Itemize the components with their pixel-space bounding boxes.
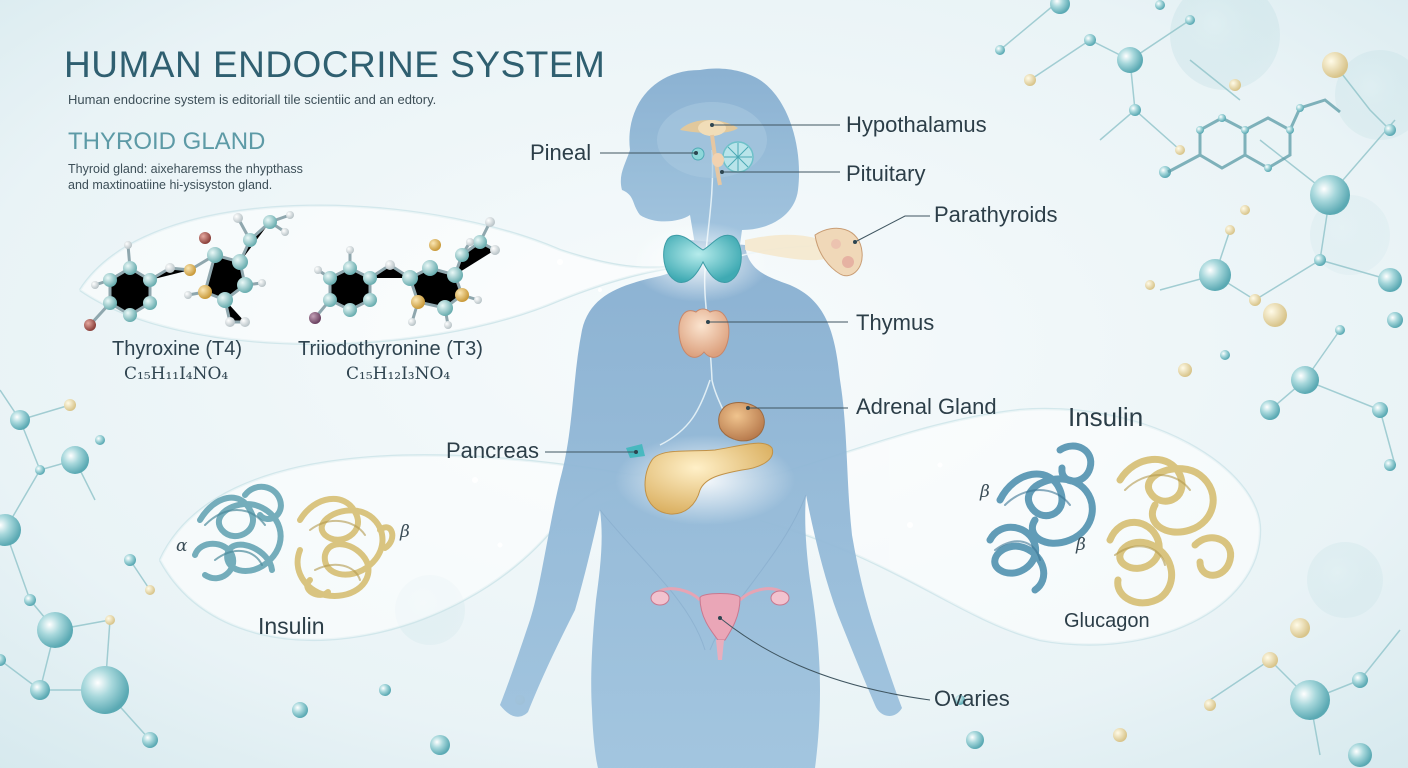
label-hypothalamus: Hypothalamus (846, 112, 987, 137)
label-beta-chain-right-1: β (980, 482, 990, 502)
label-ovaries: Ovaries (934, 686, 1010, 711)
glucagon-protein-right (986, 442, 1235, 607)
label-parathyroids: Parathyroids (934, 202, 1058, 227)
label-glucagon: Glucagon (1064, 610, 1150, 632)
brain-region (657, 102, 767, 186)
thyroid-description: Thyroid gland: aixeharemss the nhypthass… (68, 161, 303, 193)
label-alpha-chain: α (176, 536, 188, 556)
parathyroids-zoom (745, 227, 863, 277)
thyroid-gland (630, 222, 770, 302)
thyroid-description-line-1: Thyroid gland: aixeharemss the nhypthass (68, 162, 303, 176)
page-subtitle: Human endocrine system is editoriall til… (68, 92, 437, 107)
insulin-protein-left (192, 483, 396, 599)
thyroxine-formula: C₁₅H₁₁I₄NO₄ (124, 364, 229, 384)
label-pancreas: Pancreas (446, 438, 539, 463)
adrenal-gland (718, 402, 765, 442)
triiodothyronine-molecule (309, 217, 500, 329)
thyroxine-label: Thyroxine (T4) (112, 338, 243, 360)
label-pituitary: Pituitary (846, 161, 926, 186)
label-insulin-left: Insulin (258, 613, 325, 639)
thyroxine-molecule (84, 211, 294, 331)
triiodothyronine-label: Triiodothyronine (T3) (298, 338, 483, 360)
thymus (678, 308, 730, 358)
label-pineal: Pineal (530, 140, 592, 165)
thyroid-description-line-2: and maxtinoatiine hi-ysisyston gland. (68, 178, 273, 192)
label-beta-chain-left: β (400, 522, 410, 542)
label-adrenal-gland: Adrenal Gland (856, 394, 997, 419)
page-title: HUMAN ENDOCRINE SYSTEM (64, 44, 606, 85)
label-insulin-right: Insulin (1068, 402, 1144, 432)
thyroid-section-title: THYROID GLAND (68, 128, 266, 155)
label-beta-chain-right-2: β (1076, 535, 1086, 555)
label-thymus: Thymus (856, 310, 935, 335)
triiodothyronine-formula: C₁₅H₁₂I₃NO₄ (346, 364, 451, 384)
